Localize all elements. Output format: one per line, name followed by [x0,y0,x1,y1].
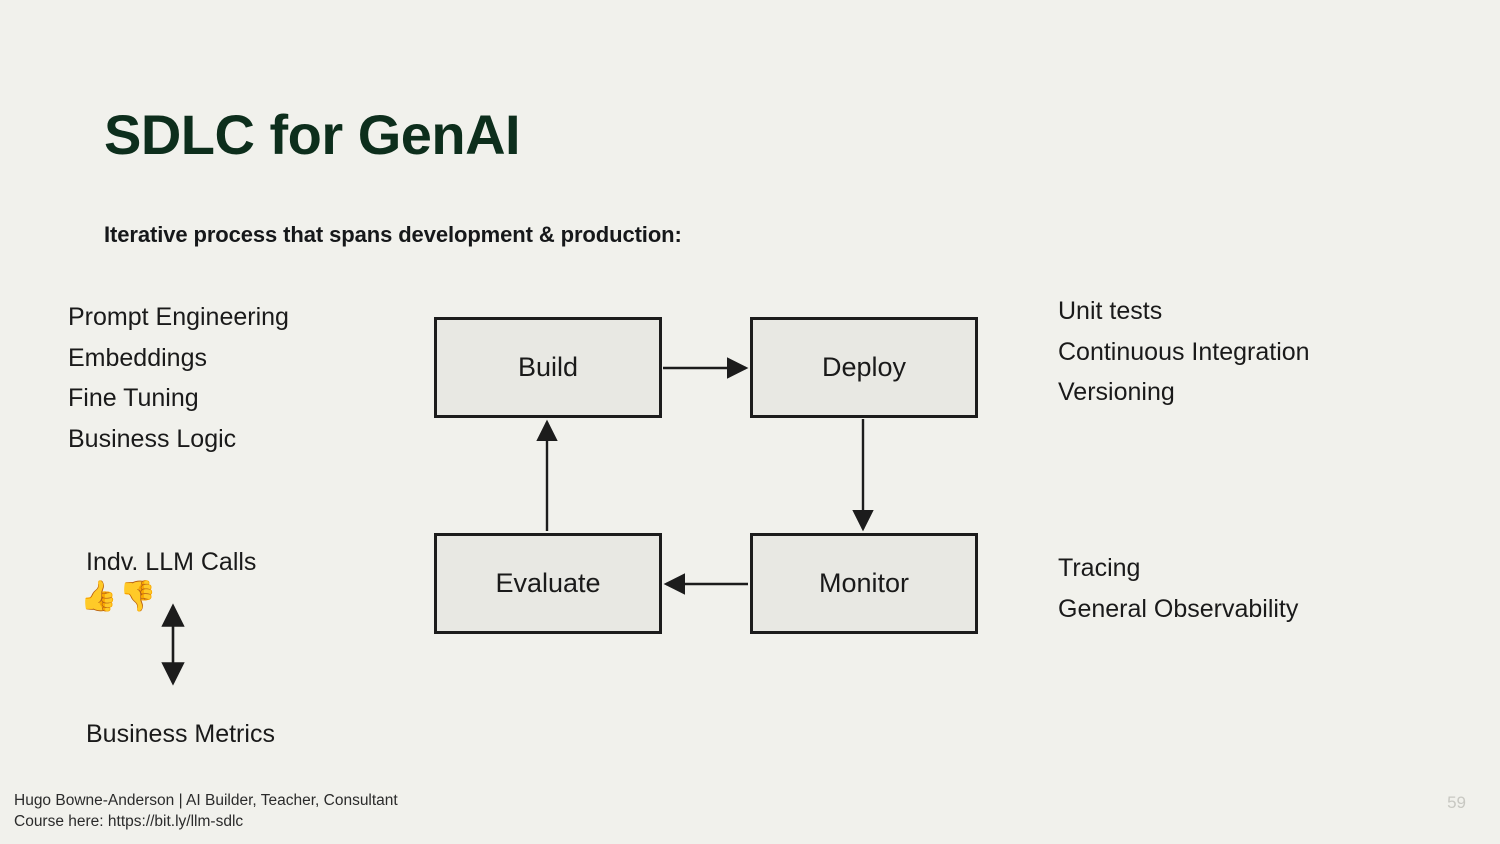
flow-node-label: Deploy [821,352,907,382]
development-items-list: Prompt Engineering Embeddings Fine Tunin… [68,297,289,459]
business-metrics-label: Business Metrics [86,720,275,748]
production-items-list: Unit tests Continuous Integration Versio… [1058,291,1310,413]
slide-subtitle: Iterative process that spans development… [104,222,682,247]
list-item: General Observability [1058,594,1299,623]
list-item: Continuous Integration [1058,337,1310,366]
list-item: Embeddings [68,343,207,372]
flow-node-build[interactable]: Build [434,317,662,418]
footer-course-link[interactable]: Course here: https://bit.ly/llm-sdlc [14,813,244,830]
footer-author-line: Hugo Bowne-Anderson | AI Builder, Teache… [14,792,398,809]
list-item: Business Logic [68,424,237,453]
feedback-emoji-row: 👍👎 [80,580,159,614]
flow-node-evaluate[interactable]: Evaluate [434,533,662,634]
flow-node-label: Monitor [818,568,910,598]
flow-node-deploy[interactable]: Deploy [750,317,978,418]
individual-llm-calls-label: Indv. LLM Calls [86,548,257,576]
list-item: Tracing [1058,554,1141,582]
flow-node-monitor[interactable]: Monitor [750,533,978,634]
page-number: 59 [1447,793,1466,812]
footer: Hugo Bowne-Anderson | AI Builder, Teache… [14,790,398,832]
observability-items-list: Tracing General Observability [1058,548,1298,629]
flow-node-label: Evaluate [495,568,601,598]
flow-node-label: Build [517,352,579,382]
list-item: Unit tests [1058,297,1163,325]
page-title: SDLC for GenAI [104,103,521,166]
list-item: Prompt Engineering [68,303,289,331]
list-item: Fine Tuning [68,384,199,412]
list-item: Versioning [1058,378,1175,406]
thumbs-up-icon: 👍 [80,580,120,613]
thumbs-down-icon: 👎 [119,580,159,613]
